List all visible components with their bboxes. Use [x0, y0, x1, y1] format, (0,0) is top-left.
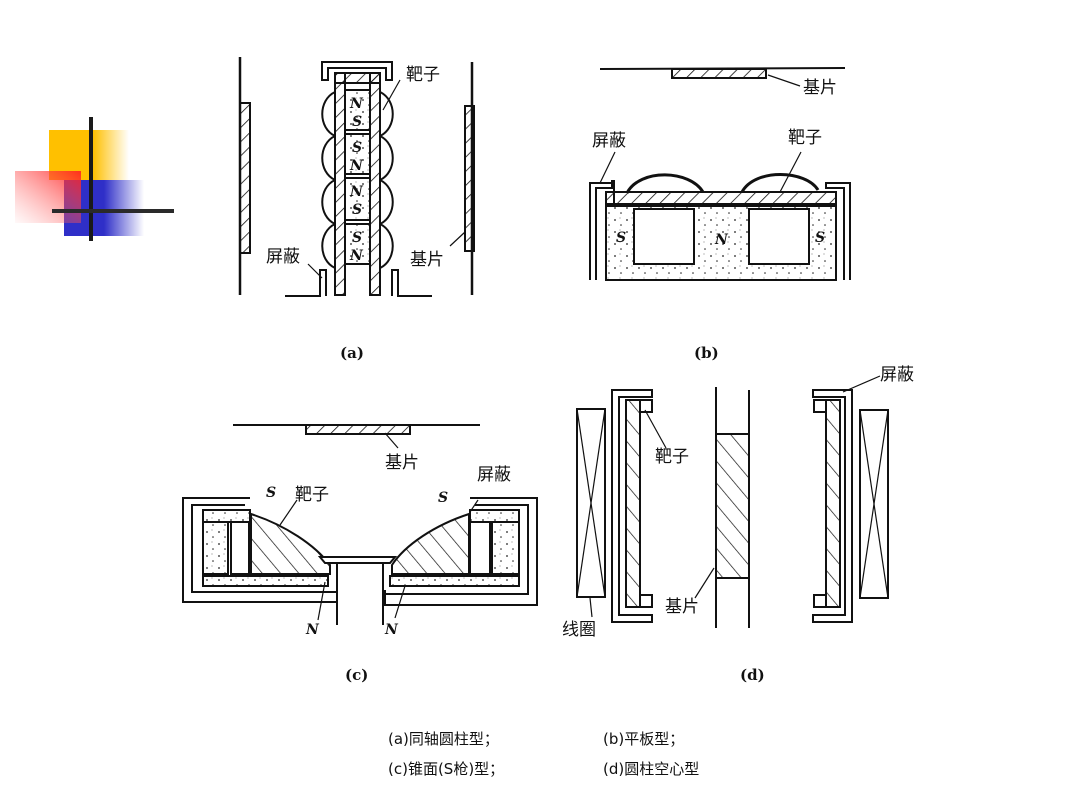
- panel-b-pole-left: S: [616, 230, 626, 246]
- panel-b-shield-label: 屏蔽: [592, 131, 626, 151]
- pole-label: S: [352, 114, 362, 130]
- panel-c-pole-s-left: S: [266, 485, 276, 501]
- panel-b-pole-right: S: [815, 230, 825, 246]
- legend-item-c: (c)锥面(S枪)型；: [388, 760, 505, 778]
- panel-d-hollow-cylinder: [576, 375, 889, 628]
- legend-item-b: (b)平板型；: [603, 730, 685, 748]
- panel-b-caption: (b): [694, 344, 719, 362]
- panel-a-caption: (a): [340, 344, 364, 362]
- panel-d-coil-right: [859, 409, 889, 599]
- panel-d-substrate-label: 基片: [665, 597, 699, 617]
- panel-a-substrate-left: [239, 102, 251, 254]
- panel-a-substrate-label: 基片: [410, 250, 444, 270]
- panel-a-target-label: 靶子: [406, 65, 440, 85]
- legend-row: (c)锥面(S枪)型； (d)圆柱空心型: [388, 754, 699, 784]
- logo-horizontal-bar: [52, 209, 174, 213]
- panel-d-caption: (d): [740, 666, 765, 684]
- logo-vertical-bar: [89, 117, 93, 241]
- panel-c-pole-n-right: N: [384, 622, 399, 638]
- panel-a-substrate-right: [464, 105, 475, 252]
- panel-c-pole-n-left: N: [305, 622, 320, 638]
- panel-c-pole-s-right: S: [438, 490, 448, 506]
- legend-item-d: (d)圆柱空心型: [603, 760, 700, 778]
- panel-b-substrate: [671, 68, 767, 79]
- pole-label: S: [352, 230, 362, 246]
- panel-a-magnet-poles: N S S N N S S N: [349, 96, 364, 264]
- panel-a-target-left-wall: [334, 72, 346, 296]
- pole-label: N: [349, 248, 364, 264]
- panel-c-target-left: [250, 512, 331, 575]
- panel-d-target-right: [825, 399, 841, 608]
- panel-c-target-label: 靶子: [295, 485, 329, 505]
- panel-c-caption: (c): [345, 666, 368, 684]
- panel-c-substrate: [305, 424, 411, 435]
- figure-legend: (a)同轴圆柱型； (b)平板型； (c)锥面(S枪)型； (d)圆柱空心型: [388, 724, 699, 784]
- panel-d-target-label: 靶子: [655, 447, 689, 467]
- panel-b-substrate-label: 基片: [803, 78, 837, 98]
- panel-c-shield-label: 屏蔽: [477, 465, 511, 485]
- panel-d-coil-left: [576, 408, 606, 598]
- pole-label: N: [349, 96, 364, 112]
- legend-row: (a)同轴圆柱型； (b)平板型；: [388, 724, 699, 754]
- panel-d-coil-label: 线圈: [562, 620, 596, 640]
- slide-logo-decoration: [15, 117, 174, 241]
- panel-a-coaxial-cylinder: [238, 57, 475, 297]
- pole-label: N: [349, 184, 364, 200]
- pole-label: S: [352, 140, 362, 156]
- legend-item-a: (a)同轴圆柱型；: [388, 730, 499, 748]
- panel-b-planar: [589, 67, 851, 281]
- panel-a-target-right-wall: [369, 72, 381, 296]
- panel-b-target-plate: [605, 191, 837, 205]
- panel-c-target-right: [391, 512, 470, 575]
- panel-c-conical-s-gun: [182, 424, 538, 625]
- panel-b-pole-center: N: [714, 232, 729, 248]
- panel-c-substrate-label: 基片: [385, 453, 419, 473]
- panel-d-target-left: [625, 399, 641, 608]
- pole-label: N: [349, 158, 364, 174]
- panel-b-target-label: 靶子: [788, 128, 822, 148]
- panel-d-substrate: [715, 433, 750, 579]
- pole-label: S: [352, 202, 362, 218]
- panel-a-shield-label: 屏蔽: [266, 247, 300, 267]
- logo-red-square: [15, 171, 81, 223]
- panel-d-shield-label: 屏蔽: [880, 365, 914, 385]
